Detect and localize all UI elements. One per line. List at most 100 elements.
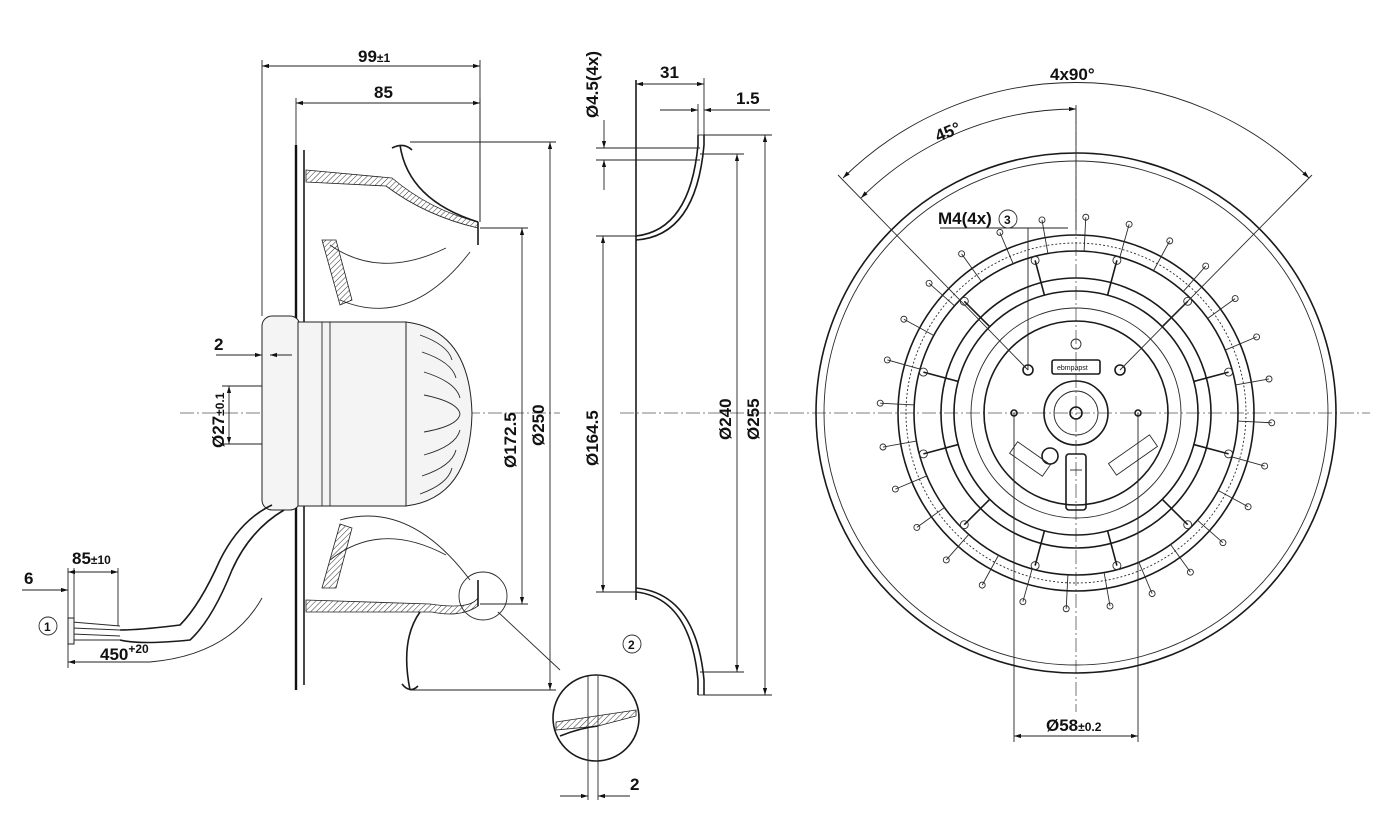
blade-tip <box>1202 262 1210 270</box>
spoke-end <box>1112 255 1122 265</box>
dim-cable-length-label: 450+20 <box>100 642 149 664</box>
dim-throat-diameter-label: Ø164.5 <box>583 410 602 466</box>
blade-tip <box>1261 462 1269 470</box>
upper-blade-curve-2 <box>339 251 471 309</box>
spoke-end <box>1224 367 1234 377</box>
spoke-end <box>1224 449 1234 459</box>
dim-outlet-diameter <box>480 227 528 605</box>
motor-housing <box>261 315 301 511</box>
dim-cable-sleeve-label: 85±10 <box>72 549 111 568</box>
detail-callout-circle <box>458 571 508 621</box>
blade-tip <box>883 356 891 364</box>
blade-tip <box>1106 602 1114 610</box>
spoke-end <box>1030 561 1040 571</box>
dim-angle-offset-label: 45° <box>932 118 963 145</box>
dim-cable-length <box>67 597 263 668</box>
front-view: ebmpapst 4x90° 45° M4(4x) 3 Ø58±0.2 <box>790 65 1370 742</box>
lower-blade <box>405 611 421 691</box>
spoke <box>1034 260 1046 296</box>
blade-mark <box>1138 562 1153 594</box>
motor-flange-inner <box>970 307 1182 519</box>
hub-middle <box>1053 390 1099 436</box>
detail-view: 2 <box>552 674 640 800</box>
upper-blade <box>399 144 479 223</box>
dim-outlet-diameter-label: Ø172.5 <box>501 412 520 468</box>
dim-detail-thickness-label: 2 <box>630 775 639 794</box>
hub-center <box>1069 406 1083 420</box>
dim-shaft-step-label: 2 <box>214 335 223 354</box>
dim-outer-diameter <box>410 141 556 691</box>
detail-leader <box>497 611 561 671</box>
blade-tip <box>1082 213 1090 221</box>
blade-mark <box>1237 420 1272 424</box>
ring-profile-lower <box>635 591 699 695</box>
dim-angle-spacing-label: 4x90° <box>1050 65 1095 84</box>
dim-ring-outer <box>704 134 772 696</box>
blade-tip <box>1231 295 1239 303</box>
blade-mark <box>895 475 927 490</box>
blade-mark <box>887 359 921 370</box>
blade-mark <box>1022 568 1033 602</box>
angle-leg-right <box>1119 174 1313 371</box>
dim-width-inner-label: 85 <box>374 83 393 102</box>
blade-mark <box>999 232 1014 264</box>
dim-ring-flange <box>660 104 770 135</box>
dim-ring-flange-label: 1.5 <box>736 89 760 108</box>
earth-symbol <box>1070 338 1082 350</box>
ring-profile-lower-in <box>635 587 705 695</box>
mount-hole-upper-right <box>1114 364 1126 376</box>
upper-shroud <box>305 169 479 229</box>
lower-hub-section <box>321 523 353 589</box>
dim-width-total-label: 99±1 <box>358 47 391 66</box>
blade-tip <box>876 399 884 407</box>
detail-circle <box>552 674 640 762</box>
blade-tip <box>1268 419 1276 427</box>
dim-thread-label: M4(4x) <box>938 209 992 228</box>
spoke <box>1106 530 1118 566</box>
lower-shroud <box>305 596 479 615</box>
cable-lower <box>119 509 285 644</box>
blade-mark <box>1235 378 1270 386</box>
lower-blade-tip <box>401 683 419 691</box>
blade-mark <box>1231 456 1265 467</box>
blade-tip <box>996 228 1004 236</box>
blade-tip <box>1186 568 1194 576</box>
spokes <box>918 255 1234 571</box>
blade-tip <box>1019 598 1027 606</box>
blade-mark <box>981 555 999 586</box>
spoke <box>963 300 991 328</box>
blade-mark <box>903 318 934 336</box>
cable-gland <box>1065 453 1087 511</box>
marker-thread-circle <box>998 209 1018 229</box>
blade-tip <box>925 279 933 287</box>
brand-plate <box>1051 359 1101 375</box>
upper-blade-curve <box>329 244 447 264</box>
blade-tip <box>1265 375 1273 383</box>
motor-rotor <box>297 321 407 507</box>
dim-cable-sleeve <box>68 568 119 626</box>
motor-flange-outer <box>953 290 1199 536</box>
spoke <box>1193 371 1229 383</box>
blade-tip <box>1166 237 1174 245</box>
blade-mark <box>1197 519 1224 544</box>
motor-ribs <box>419 334 461 495</box>
spoke-end <box>918 367 928 377</box>
blade-ring-mid <box>905 242 1247 584</box>
blade-mark <box>916 507 945 528</box>
dim-center-diameter <box>1013 413 1139 742</box>
blade-tip <box>1219 539 1227 547</box>
spoke-end <box>1030 255 1040 265</box>
blade-mark <box>1218 490 1249 508</box>
cable-sleeve-end <box>67 617 75 645</box>
blade-mark <box>1225 336 1257 351</box>
upper-hub-section <box>321 239 353 306</box>
blade-mark <box>1182 265 1207 292</box>
brand-label: ebmpapst <box>1057 365 1088 372</box>
dim-outer-diameter-label: Ø250 <box>529 404 548 446</box>
dim-ring-outer-label: Ø255 <box>744 398 763 440</box>
spoke <box>963 498 991 526</box>
marker-cable-label: 1 <box>44 620 51 634</box>
blade-tip <box>958 250 966 258</box>
blade-tip <box>1244 503 1252 511</box>
cable-leads <box>71 621 121 641</box>
